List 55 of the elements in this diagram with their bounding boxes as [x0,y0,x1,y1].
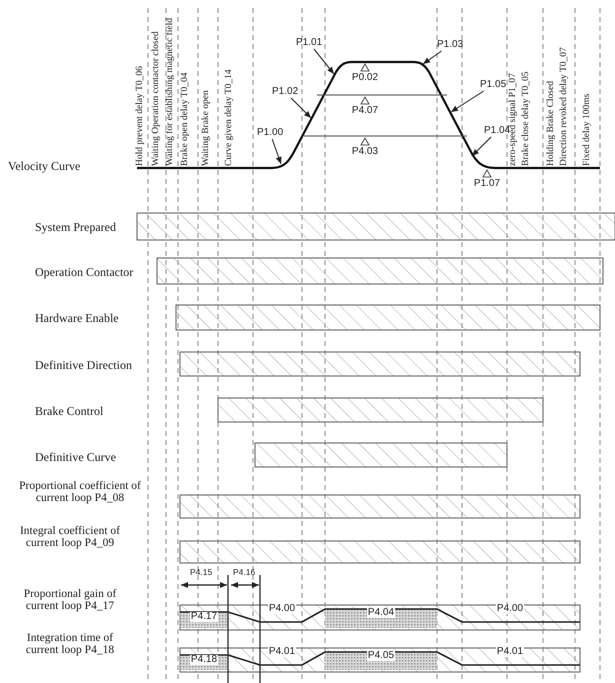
parameter-label: P4.07 [352,106,378,116]
parameter-label: P4.04 [366,608,396,618]
event-label: Hold prevent delay T0_06 [136,66,146,166]
signal-label: Integration time of current loop P4_18 [24,632,116,656]
parameter-label: P1.03 [437,40,464,50]
parameter-label: P4.01 [268,647,296,657]
signal-label: Operation Contactor [35,266,134,278]
parameter-label: P4.01 [496,647,524,657]
signal-label: System Prepared [35,221,116,233]
timing-bar [180,352,580,376]
leader-arrow [313,48,334,74]
timing-bar [136,212,615,240]
timing-bar [180,540,580,564]
event-label: Waiting Brake open [202,90,212,166]
event-label: Direction revoked delay T0_07 [560,47,570,166]
event-label: Fixed delay 100ms [583,94,593,166]
signal-label: Hardware Enable [35,312,119,324]
signal-label: Velocity Curve [8,160,80,172]
leader-arrow [450,90,484,112]
event-label: Waiting Operation contactor closed [152,31,162,166]
parameter-label: P4.03 [352,147,378,157]
event-label: Brake close delay T0_05 [522,71,532,166]
leader-arrow [290,98,312,118]
parameter-label: P0.02 [352,73,378,83]
parameter-label: P4.17 [190,612,218,622]
parameter-label: P1.02 [272,87,298,97]
parameter-label: P4.00 [268,604,296,614]
event-label: Curve given delay T0_14 [225,69,235,166]
event-label: Brake open delay T0_04 [181,72,191,166]
signal-label: Definitive Curve [35,451,116,463]
timing-bar [180,494,580,518]
parameter-label: P1.01 [296,38,322,48]
signal-label: Proportional coefficient of current loop P4_08 [18,480,142,504]
signal-label: Brake Control [35,405,104,417]
parameter-label: P4.05 [366,651,396,661]
parameter-label: P1.00 [257,128,284,138]
event-label: zero-speed signal P1_07 [509,73,519,166]
event-label: Waiting for establishing magnetic field [166,18,176,166]
leader-arrow [422,50,442,64]
leader-arrow [472,136,492,156]
leader-arrow [272,138,282,164]
timing-bar [176,304,600,330]
parameter-label: P1.05 [480,80,506,90]
event-label: Holding Brake Closed [547,81,557,166]
dimension-label: P4.16 [233,568,256,576]
signal-label: Integral coefficient of current loop P4_09 [18,525,122,550]
timing-bar [156,258,604,284]
timing-bar [218,398,544,422]
parameter-label: P4.00 [496,604,524,614]
parameter-label: P4.18 [190,655,218,665]
timing-bar [254,442,508,468]
parameter-label: P1.07 [474,179,500,189]
signal-label: Proportional gain of current loop P4_17 [22,588,118,612]
signal-label: Definitive Direction [35,359,132,371]
parameter-label: P1.04 [484,126,510,136]
